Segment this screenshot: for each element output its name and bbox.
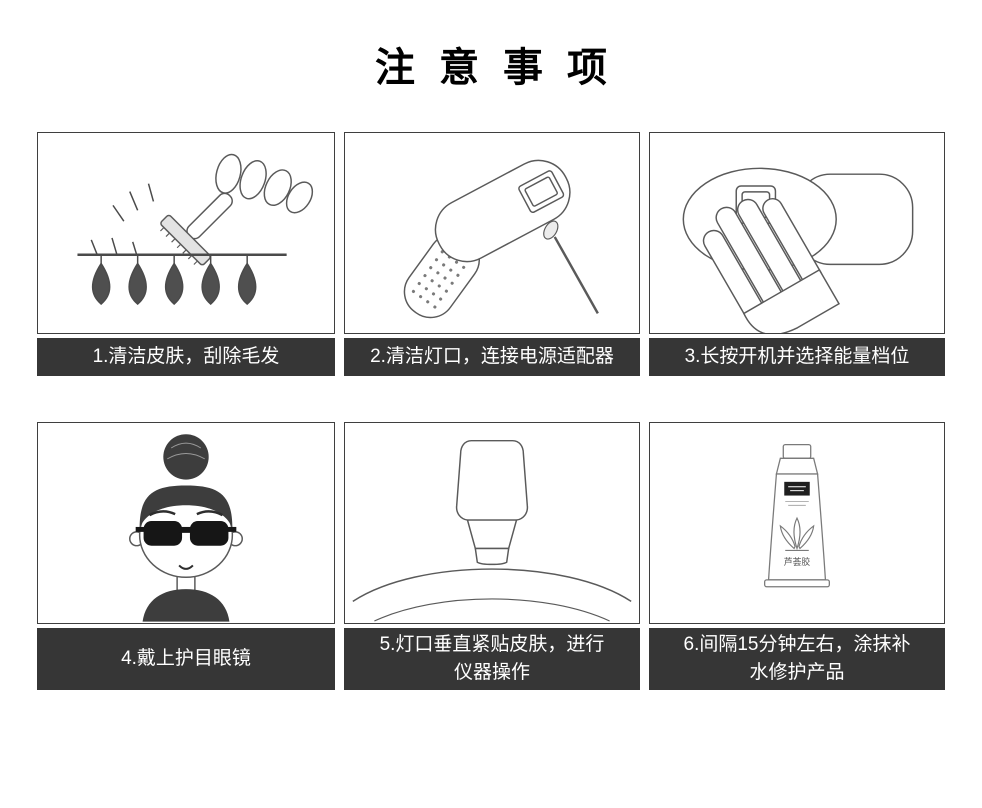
step-2-caption-text: 2.清洁灯口，连接电源适配器: [370, 346, 614, 368]
hair: [139, 485, 233, 528]
tank-top: [142, 589, 230, 622]
step-5-caption: 5.灯口垂直紧贴皮肤，进行仪器操作: [344, 628, 640, 690]
razor-icon: [160, 192, 233, 266]
step-6-figure: 芦荟胶: [649, 422, 945, 624]
step-1-caption: 1.清洁皮肤，刮除毛发: [37, 338, 335, 376]
step-1-caption-text: 1.清洁皮肤，刮除毛发: [92, 346, 280, 368]
step-panel-3: 3.长按开机并选择能量档位: [649, 132, 945, 376]
step-3-caption-text: 3.长按开机并选择能量档位: [684, 346, 910, 368]
step-1-figure: [37, 132, 335, 334]
eyebrows: [148, 510, 224, 517]
skin-contour: [352, 568, 632, 622]
step-panel-6: 芦荟胶 6.间隔15分钟左右，涂抹补水修护产品: [649, 422, 945, 690]
step-5-caption-text: 5.灯口垂直紧贴皮肤，进行仪器操作: [379, 634, 605, 683]
cotton-swab-icon: [543, 220, 599, 314]
power-on-illustration: [682, 167, 914, 333]
smile: [178, 564, 194, 570]
aloe-gel-tube-illustration: 芦荟胶: [764, 443, 830, 588]
step-3-figure: [649, 132, 945, 334]
step-panel-5: 5.灯口垂直紧贴皮肤，进行仪器操作: [344, 422, 640, 690]
step-2-figure: [344, 132, 640, 334]
page: 注意事项: [0, 46, 982, 690]
device-vertical: [455, 439, 529, 566]
step-4-caption-text: 4.戴上护目眼镜: [121, 648, 251, 670]
shave-skin-illustration: [77, 153, 314, 306]
protective-goggles-icon: [135, 521, 237, 546]
step-4-figure: [37, 422, 335, 624]
step-panel-2: 2.清洁灯口，连接电源适配器: [344, 132, 640, 376]
device-on-skin-illustration: [352, 439, 632, 622]
step-panel-1: 1.清洁皮肤，刮除毛发: [37, 132, 335, 376]
skin-line: [77, 183, 287, 256]
step-6-caption-text: 6.间隔15分钟左右，涂抹补水修护产品: [683, 634, 911, 683]
step-panel-4: 4.戴上护目眼镜: [37, 422, 335, 690]
hair-follicles-icon: [91, 254, 257, 306]
hand-icon: [702, 197, 840, 333]
step-3-caption: 3.长按开机并选择能量档位: [649, 338, 945, 376]
fingers-icon: [215, 153, 314, 214]
tube-label: 芦荟胶: [784, 556, 811, 567]
gel-tube: [764, 443, 830, 588]
step-6-caption: 6.间隔15分钟左右，涂抹补水修护产品: [649, 628, 945, 690]
clean-lamp-illustration: [403, 159, 599, 319]
tube-logo-block: [784, 481, 810, 506]
step-5-figure: [344, 422, 640, 624]
step-4-caption: 4.戴上护目眼镜: [37, 628, 335, 690]
neck: [176, 576, 196, 591]
step-2-caption: 2.清洁灯口，连接电源适配器: [344, 338, 640, 376]
hair-bun: [163, 434, 209, 480]
device-head: [434, 159, 571, 263]
goggles-girl-illustration: [129, 434, 243, 622]
aloe-plant-icon: [779, 516, 815, 552]
steps-grid: 1.清洁皮肤，刮除毛发: [37, 132, 945, 690]
page-title: 注意事项: [375, 46, 631, 90]
